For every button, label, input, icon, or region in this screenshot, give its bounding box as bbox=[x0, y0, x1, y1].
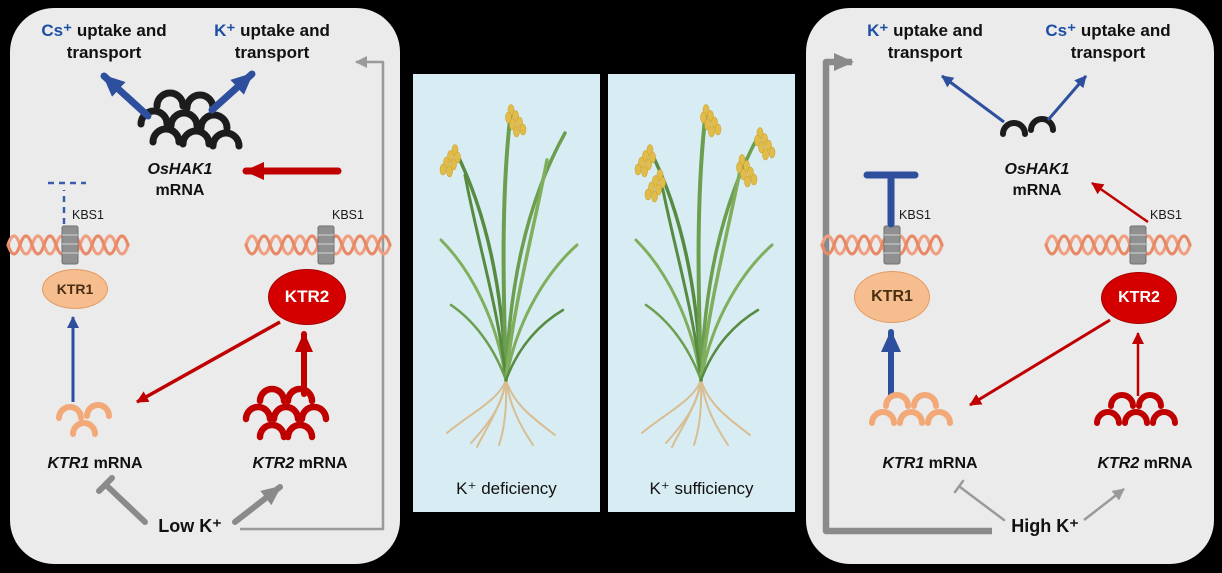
kbs1-site-label: KBS1 bbox=[1150, 208, 1182, 222]
cs-ion-text: Cs⁺ bbox=[1045, 21, 1077, 40]
ktr2-protein-label: KTR2 bbox=[284, 287, 330, 306]
leaves-icon bbox=[439, 108, 579, 382]
kbs1-site-label: KBS1 bbox=[72, 208, 104, 222]
cs-uptake-label: Cs⁺ uptake and transport bbox=[1022, 20, 1194, 64]
ktr2-gene-text: KTR2 bbox=[252, 455, 295, 472]
kbs1-site-label: KBS1 bbox=[332, 208, 364, 222]
oshak1-mrna-label: OsHAK1 mRNA bbox=[982, 160, 1092, 202]
cs-uptake-label: Cs⁺ uptake and transport bbox=[18, 20, 190, 64]
k-ion-text: K⁺ bbox=[214, 21, 236, 40]
ktr2-protein: KTR2 bbox=[268, 269, 346, 325]
roots-icon bbox=[446, 379, 556, 448]
uptake-text: uptake and transport bbox=[234, 21, 330, 62]
kbs1-site-label: KBS1 bbox=[899, 208, 931, 222]
cs-ion-text: Cs⁺ bbox=[41, 21, 73, 40]
ktr2-gene-text: KTR2 bbox=[1097, 455, 1140, 472]
oshak1-gene-text: OsHAK1 bbox=[147, 161, 213, 178]
ktr1-mrna-label: KTR1 mRNA bbox=[855, 455, 1005, 473]
uptake-text: uptake and transport bbox=[887, 21, 983, 62]
mrna-text: mRNA bbox=[294, 455, 348, 472]
k-deficiency-panel: K⁺ deficiency bbox=[413, 74, 600, 512]
mrna-text: mRNA bbox=[1139, 455, 1193, 472]
k-deficiency-caption: K⁺ deficiency bbox=[456, 479, 557, 498]
rice-plant-deficient-icon bbox=[439, 104, 579, 448]
uptake-text: uptake and transport bbox=[66, 21, 167, 62]
ktr1-mrna-label: KTR1 mRNA bbox=[20, 455, 170, 473]
k-sufficiency-caption: K⁺ sufficiency bbox=[649, 479, 754, 498]
k-uptake-label: K⁺ uptake and transport bbox=[192, 20, 352, 64]
k-sufficiency-panel: K⁺ sufficiency bbox=[608, 74, 795, 512]
high-k-condition-label: High K⁺ bbox=[1011, 516, 1079, 536]
ktr1-gene-text: KTR1 bbox=[47, 455, 90, 472]
mrna-text: mRNA bbox=[924, 455, 978, 472]
k-uptake-label: K⁺ uptake and transport bbox=[845, 20, 1005, 64]
oshak1-gene-text: OsHAK1 bbox=[1004, 161, 1070, 178]
low-k-condition-label: Low K⁺ bbox=[158, 516, 222, 536]
mrna-text: mRNA bbox=[1012, 181, 1062, 199]
rice-plant-sufficient-icon bbox=[634, 104, 776, 448]
oshak1-mrna-label: OsHAK1 mRNA bbox=[125, 160, 235, 202]
grain-panicle-icon bbox=[439, 144, 461, 178]
mrna-text: mRNA bbox=[155, 181, 205, 199]
uptake-text: uptake and transport bbox=[1070, 21, 1171, 62]
ktr2-mrna-label: KTR2 mRNA bbox=[1075, 455, 1215, 473]
ktr2-protein-label: KTR2 bbox=[1118, 289, 1160, 306]
ktr1-gene-text: KTR1 bbox=[882, 455, 925, 472]
ktr1-protein-label: KTR1 bbox=[871, 288, 913, 305]
grain-panicle-icon bbox=[634, 144, 656, 178]
mrna-text: mRNA bbox=[89, 455, 143, 472]
k-ion-text: K⁺ bbox=[867, 21, 889, 40]
grain-panicle-icon bbox=[754, 127, 776, 161]
roots-icon bbox=[641, 379, 751, 448]
ktr1-protein-label: KTR1 bbox=[56, 281, 94, 297]
ktr2-protein: KTR2 bbox=[1101, 272, 1177, 324]
ktr2-mrna-label: KTR2 mRNA bbox=[225, 455, 375, 473]
leaves-icon bbox=[634, 108, 774, 382]
grain-panicle-icon bbox=[644, 169, 666, 203]
ktr1-protein: KTR1 bbox=[42, 269, 108, 309]
ktr1-protein: KTR1 bbox=[854, 271, 930, 323]
